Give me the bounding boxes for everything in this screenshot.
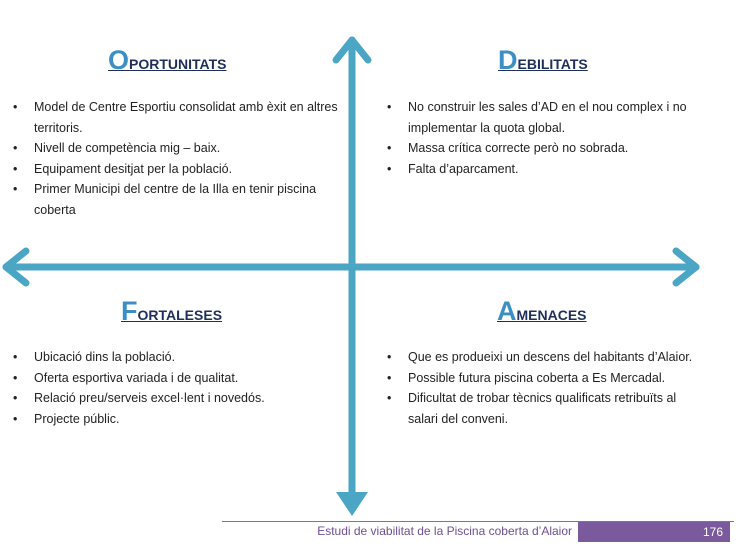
list-item: Que es produeixi un descens del habitant… (384, 347, 704, 368)
page-number: 176 (578, 522, 730, 542)
arrow-up-icon (332, 36, 372, 64)
heading-fortaleses: FORTALESES (121, 296, 223, 326)
heading-oportunitats: OPORTUNITATS (108, 45, 227, 75)
list-item: Falta d’aparcament. (384, 159, 714, 180)
footer-title: Estudi de viabilitat de la Piscina cober… (317, 524, 572, 538)
arrow-down-icon (336, 492, 368, 516)
list-item: Ubicació dins la població. (10, 347, 340, 368)
list-fortaleses: Ubicació dins la població. Oferta esport… (10, 347, 340, 429)
list-item: Nivell de competència mig – baix. (10, 138, 340, 159)
heading-amenaces: AMENACES (497, 296, 587, 326)
list-item: No construir les sales d’AD en el nou co… (384, 97, 714, 138)
list-debilitats: No construir les sales d’AD en el nou co… (384, 97, 714, 179)
arrow-right-icon (672, 247, 700, 287)
list-amenaces: Que es produeixi un descens del habitant… (384, 347, 704, 429)
list-item: Oferta esportiva variada i de qualitat. (10, 368, 340, 389)
list-item: Relació preu/serveis excel·lent i novedó… (10, 388, 340, 409)
list-item: Equipament desitjat per la població. (10, 159, 340, 180)
list-item: Projecte públic. (10, 409, 340, 430)
list-oportunitats: Model de Centre Esportiu consolidat amb … (10, 97, 340, 220)
list-item: Model de Centre Esportiu consolidat amb … (10, 97, 340, 138)
list-item: Primer Municipi del centre de la Illa en… (10, 179, 340, 220)
list-item: Massa crítica correcte però no sobrada. (384, 138, 714, 159)
list-item: Dificultat de trobar tècnics qualificats… (384, 388, 704, 429)
footer-divider (222, 521, 734, 522)
arrow-left-icon (2, 247, 30, 287)
heading-debilitats: DEBILITATS (498, 45, 588, 75)
list-item: Possible futura piscina coberta a Es Mer… (384, 368, 704, 389)
